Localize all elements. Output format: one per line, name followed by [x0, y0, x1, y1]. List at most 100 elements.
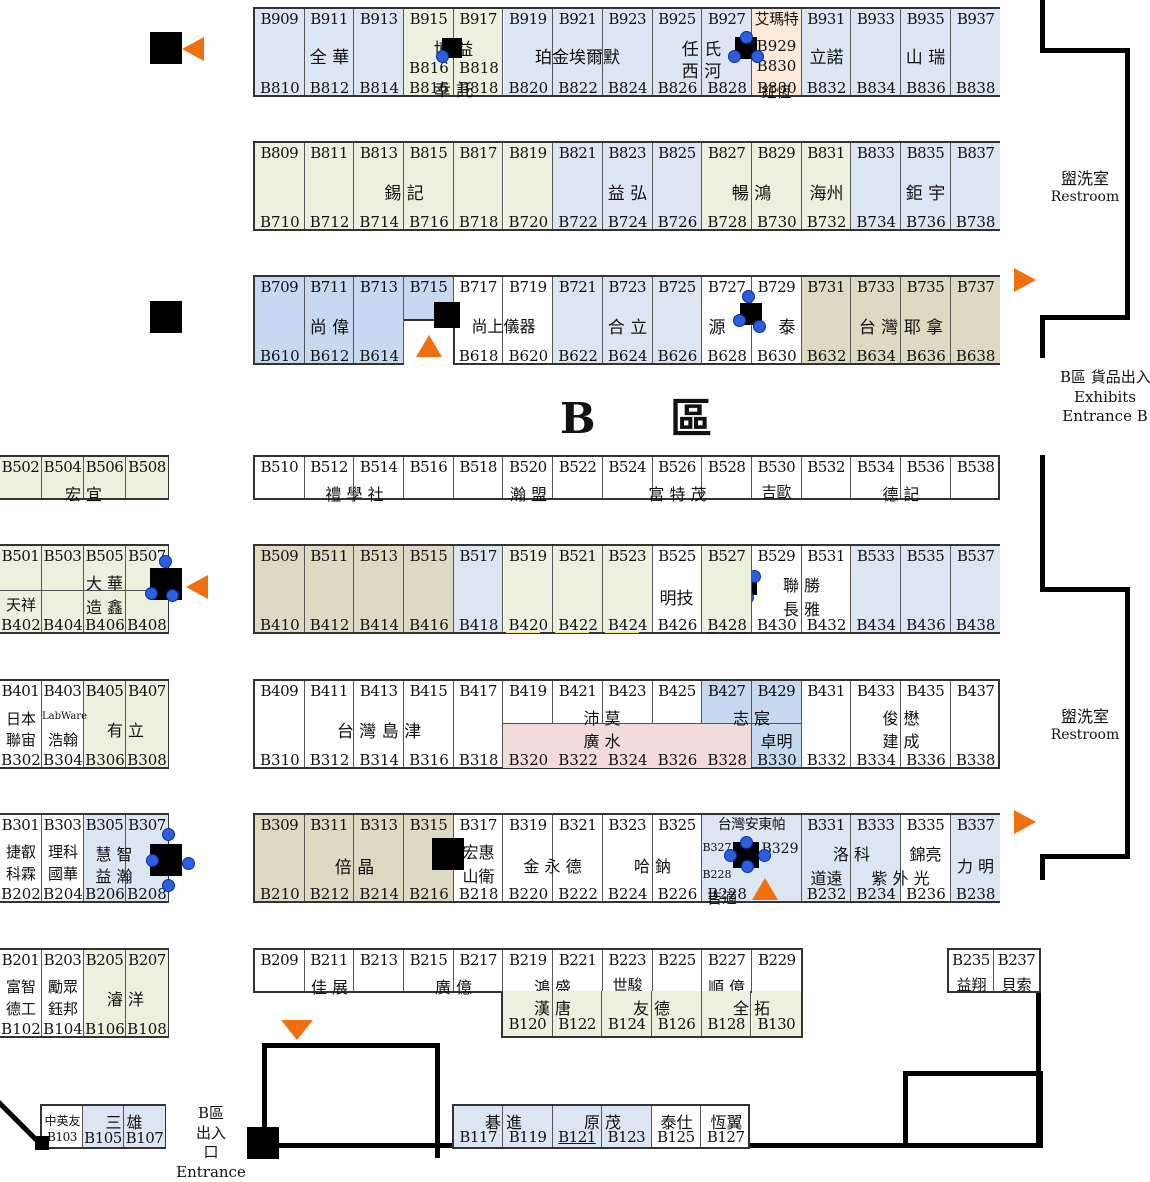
exhibitor-name: 益 瀚: [84, 863, 144, 887]
exhibits-entrance-en2: Entrance B: [1060, 407, 1150, 427]
booth-B736: B736: [901, 213, 951, 231]
booth-B412: B412: [305, 616, 355, 634]
column-marker: [150, 32, 182, 64]
sub-band: [802, 859, 851, 885]
main-entrance-en: Entrance: [168, 1163, 254, 1182]
booth-B724: B724: [603, 213, 653, 231]
exhibitor-name: 原 茂: [553, 1109, 652, 1133]
booth-B716: B716: [404, 213, 454, 231]
drain-dot-icon: [146, 854, 159, 867]
column-marker: [432, 838, 464, 870]
booth-B220: B220: [504, 885, 554, 903]
exhibitor-name: 鉅 宇: [851, 179, 1000, 204]
column-marker: [35, 1136, 49, 1150]
booth-B226: B226: [653, 885, 703, 903]
exhibitor-name: 國華: [42, 863, 84, 884]
booth-B338: B338: [951, 751, 1001, 769]
exhibitor-name: 卓明: [752, 728, 801, 752]
exhibitor-name: 錦亮: [901, 841, 950, 865]
arrow-down-icon: [281, 1020, 313, 1040]
booth-B210: B210: [255, 885, 305, 903]
exhibitor-name: 富 特 茂: [603, 481, 752, 505]
exhibitor-name: 哈 鈉: [603, 853, 702, 877]
drain-dot-icon: [182, 857, 195, 870]
exhibitor-name: 俊 懋: [802, 705, 1000, 729]
drain-dot-icon: [162, 879, 175, 892]
exhibitor-name: 三 雄: [83, 1109, 165, 1133]
exhibitor-name: 尚上儀器: [454, 313, 553, 337]
exhibitor-name: 貝索: [994, 974, 1039, 995]
booth-B332: B332: [802, 751, 852, 769]
exhibitor-name: 德 記: [802, 481, 1000, 505]
exhibitor-name: 浩翰: [42, 729, 84, 750]
booth-B710: B710: [255, 213, 305, 231]
drain-dot-icon: [159, 555, 172, 568]
booth-B738: B738: [951, 213, 1001, 231]
drain-dot-icon: [753, 320, 766, 333]
drain-dot-icon: [733, 314, 746, 327]
booth-B432: B432: [802, 616, 852, 634]
drain-dot-icon: [758, 849, 771, 862]
booth-B834: B834: [851, 79, 901, 97]
arrow-up-icon: [752, 878, 778, 900]
booth-B428: B428: [702, 616, 752, 634]
wall-bottom-left: [262, 1143, 452, 1148]
booth-B712: B712: [305, 213, 355, 231]
booth-B434: B434: [851, 616, 901, 634]
drain-dot-icon: [162, 828, 175, 841]
booth-B424: B424: [603, 616, 653, 634]
booth-B416: B416: [404, 616, 454, 634]
booth-B812: B812: [305, 79, 355, 97]
booth-B312: B312: [305, 751, 355, 769]
booth-B322: B322: [553, 751, 603, 769]
booth-B310: B310: [255, 751, 305, 769]
drain-dot-icon: [751, 50, 764, 63]
booth-B624: B624: [603, 347, 653, 365]
exhibitor-name: 漢 唐: [503, 995, 602, 1019]
exhibitor-name: 倍 晶: [255, 853, 454, 878]
exhibitor-name: 恆翼: [702, 1109, 751, 1133]
booth-B302: B302: [0, 751, 42, 769]
drain-dot-icon: [742, 290, 755, 303]
arrow-left-icon: [186, 575, 208, 599]
booth-B822: B822: [553, 79, 603, 97]
booth-B308: B308: [126, 751, 168, 769]
main-entrance-zh: B區 出入口: [191, 1104, 231, 1163]
booth-B722: B722: [553, 213, 603, 231]
booth-B728: B728: [702, 213, 752, 231]
booth-B238: B238: [951, 885, 1001, 903]
booth-B320: B320: [504, 751, 554, 769]
column-marker: [434, 302, 460, 328]
exhibitor-name: 沛 莫: [503, 705, 701, 729]
exhibitor-name: 濬 洋: [84, 986, 167, 1010]
booth-B326: B326: [653, 751, 703, 769]
column-marker: [150, 301, 182, 333]
drain-dot-icon: [724, 849, 737, 862]
restroom-zh: 盥洗室: [1045, 703, 1125, 727]
exhibitor-name: 泰: [772, 313, 802, 338]
booth-B438: B438: [951, 616, 1001, 634]
exhibitor-name: 勵眾: [42, 976, 84, 997]
exhibitor-name: LabWare: [42, 711, 84, 722]
storage-room-right: [903, 1071, 1043, 1148]
booth-B636: B636: [901, 347, 951, 365]
storage-room-bottom: [262, 1043, 440, 1158]
booth-B106: B106: [84, 1020, 126, 1038]
booth-B204: B204: [42, 885, 84, 903]
booth-B418: B418: [454, 616, 504, 634]
exhibitor-name: 友 德: [602, 995, 701, 1019]
booth-B318: B318: [454, 751, 504, 769]
exhibitor-name: 捷叡: [0, 841, 42, 862]
exhibitor-name: 尚 偉: [255, 313, 404, 338]
exhibitor-name: 鉦恆: [752, 81, 801, 102]
